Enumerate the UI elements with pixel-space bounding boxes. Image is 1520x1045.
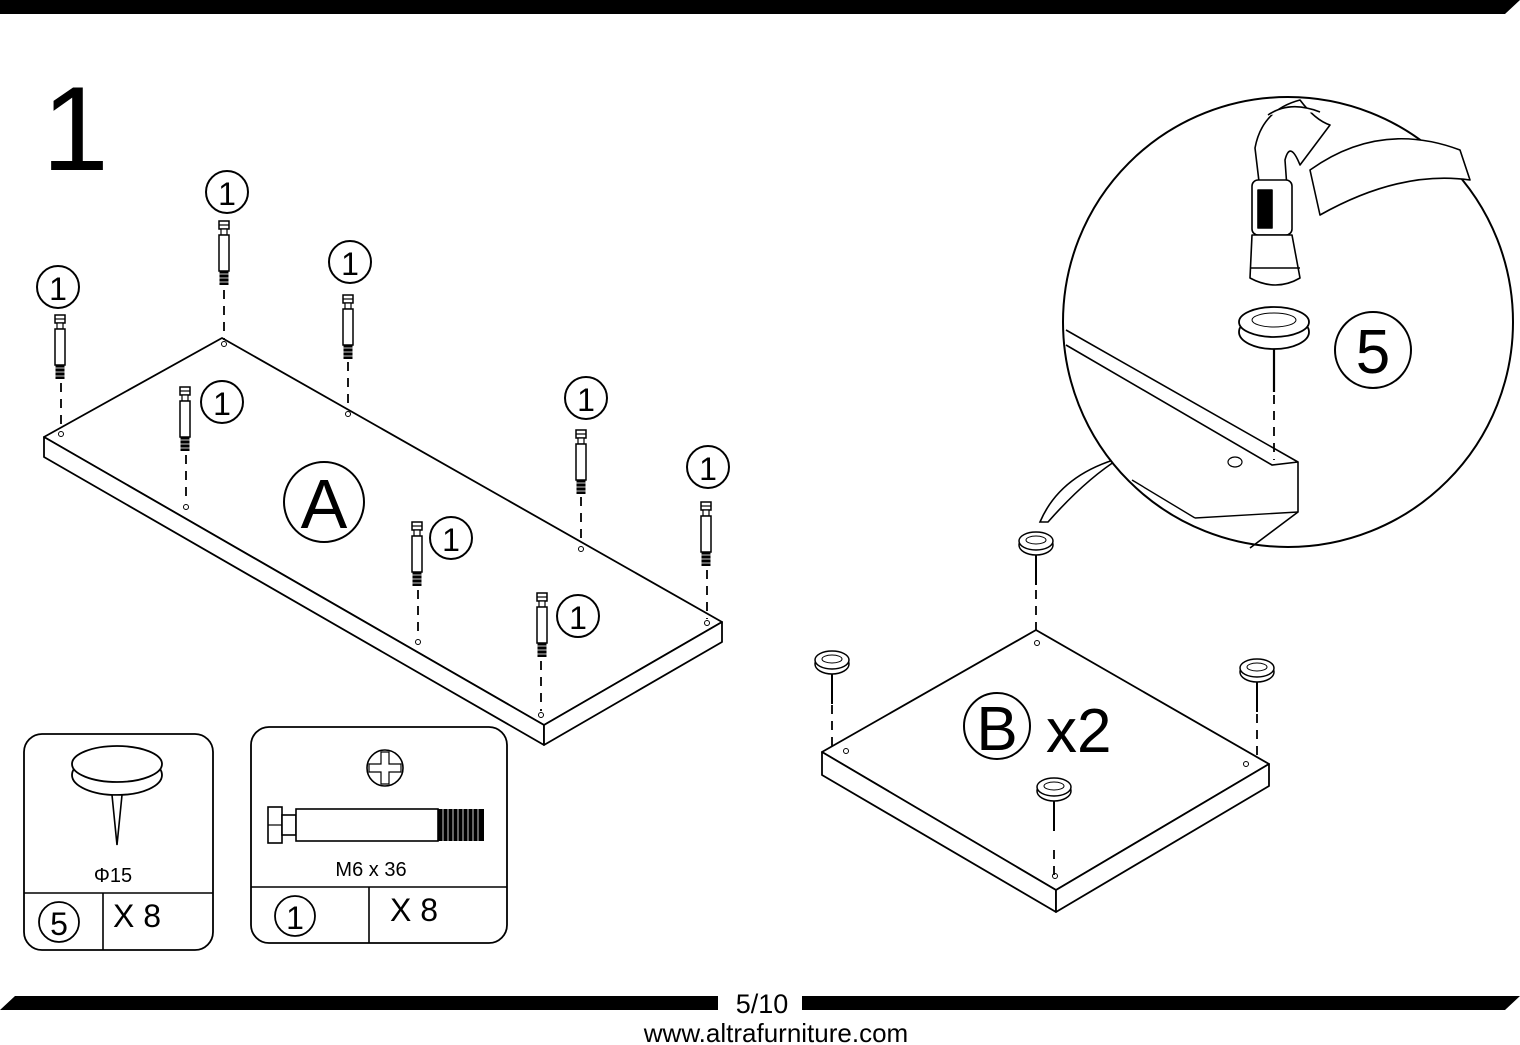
step-number: 1 bbox=[42, 62, 109, 196]
part-1-spec: M6 x 36 bbox=[335, 859, 406, 881]
svg-text:A: A bbox=[301, 465, 348, 543]
panel-b-guides bbox=[831, 590, 1258, 875]
callout-part-1: 1 bbox=[49, 271, 67, 307]
detail-view: 5 bbox=[1038, 96, 1514, 549]
part-5-callout: 5 bbox=[50, 906, 68, 942]
footer-bar bbox=[0, 996, 1520, 1010]
parts-box-cam-bolt: M6 x 36 1 X 8 bbox=[250, 726, 508, 944]
callout-part-1: 1 bbox=[442, 522, 460, 558]
panel-a-label: A bbox=[283, 461, 365, 543]
panel-a-holes bbox=[58, 341, 710, 718]
svg-text:B: B bbox=[976, 695, 1017, 764]
callout-part-1: 1 bbox=[577, 382, 595, 418]
page-number: 5/10 bbox=[736, 989, 789, 1019]
panel-b-board bbox=[821, 629, 1270, 913]
callout-part-1: 1 bbox=[213, 386, 231, 422]
callout-part-1: 1 bbox=[218, 176, 236, 212]
panel-a-guides bbox=[60, 290, 708, 711]
panel-b-label: B bbox=[963, 692, 1031, 764]
panel-b-quantity: x2 bbox=[1046, 697, 1111, 766]
callout-part-1: 1 bbox=[699, 451, 717, 487]
part-1-callout: 1 bbox=[286, 900, 304, 936]
panel-a-callouts: 1 1 1 1 1 1 1 1 bbox=[36, 170, 730, 638]
part-5-spec: Φ15 bbox=[94, 865, 132, 887]
callout-part-1: 1 bbox=[341, 246, 359, 282]
callout-part-1: 1 bbox=[569, 600, 587, 636]
part-1-qty: X 8 bbox=[390, 892, 438, 928]
detail-callout-part-5: 5 bbox=[1356, 318, 1390, 387]
panel-a-board bbox=[43, 337, 723, 746]
panel-b-holes bbox=[843, 640, 1249, 879]
part-5-qty: X 8 bbox=[113, 898, 161, 934]
top-banner bbox=[0, 0, 1520, 14]
parts-box-glide: Φ15 5 X 8 bbox=[23, 733, 214, 951]
footer-url: www.altrafurniture.com bbox=[643, 1018, 908, 1045]
